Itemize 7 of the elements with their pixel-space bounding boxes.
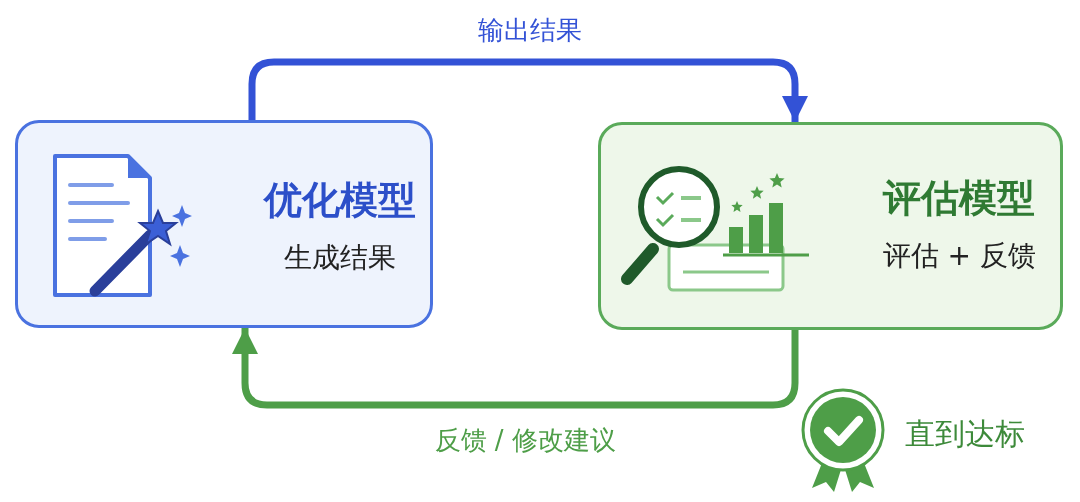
box-title: 优化模型 [264,177,416,224]
process-box [598,122,1063,330]
box-subtitle: 评估 + 反馈 [882,238,1036,274]
box-title: 评估模型 [883,175,1035,222]
note-text: 直到达标 [905,415,1025,453]
box-subtitle: 生成结果 [284,240,396,276]
process-box [15,120,433,328]
